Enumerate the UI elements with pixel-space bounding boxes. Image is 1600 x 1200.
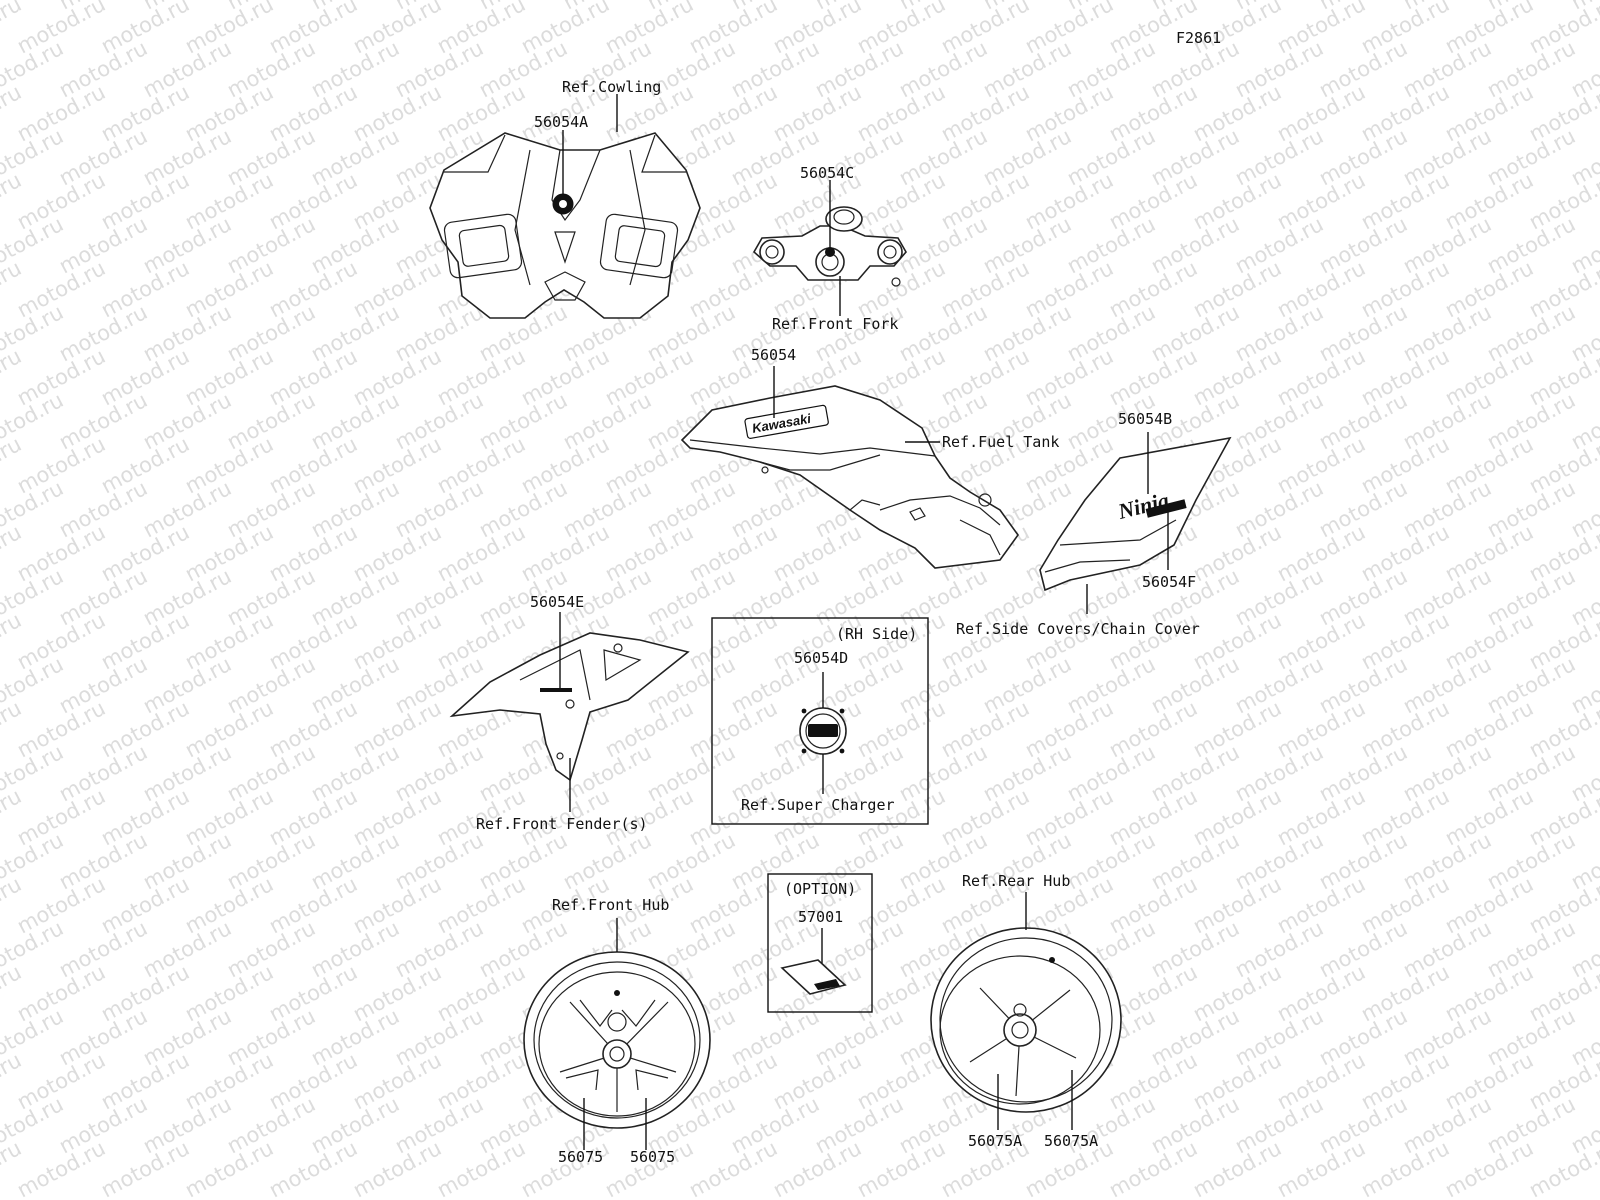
front-fender-drawing xyxy=(449,632,690,782)
fender-decal-56054E xyxy=(540,688,572,692)
label-part-57001: 57001 xyxy=(798,908,843,926)
side-cover-drawing xyxy=(1039,436,1232,592)
label-part-56054C: 56054C xyxy=(800,164,854,182)
label-part-56054F: 56054F xyxy=(1142,573,1196,591)
label-ref-super-charger: Ref.Super Charger xyxy=(741,796,895,814)
label-part-56075A-right: 56075A xyxy=(1044,1132,1098,1150)
label-option: (OPTION) xyxy=(784,880,856,898)
label-part-56054D: 56054D xyxy=(794,649,848,667)
model-decal-56054F xyxy=(1145,499,1187,518)
cowling-drawing xyxy=(429,132,701,319)
front-wheel-drawing xyxy=(523,951,711,1129)
rh-side-box xyxy=(711,617,929,825)
label-part-56054A: 56054A xyxy=(534,113,588,131)
label-ref-rear-hub: Ref.Rear Hub xyxy=(962,872,1070,890)
super-charger-cover-drawing xyxy=(799,707,847,755)
label-ref-front-hub: Ref.Front Hub xyxy=(552,896,669,914)
option-card-57001 xyxy=(780,959,847,995)
label-rh-side: (RH Side) xyxy=(836,625,917,643)
figure-code: F2861 xyxy=(1176,29,1221,47)
label-part-56075-right: 56075 xyxy=(630,1148,675,1166)
label-ref-cowling: Ref.Cowling xyxy=(562,78,661,96)
label-part-56054B: 56054B xyxy=(1118,410,1172,428)
label-ref-front-fork: Ref.Front Fork xyxy=(772,315,898,333)
option-box xyxy=(767,873,873,1013)
label-part-56054: 56054 xyxy=(751,346,796,364)
rear-wheel-drawing xyxy=(930,927,1122,1113)
label-part-56075-left: 56075 xyxy=(558,1148,603,1166)
label-part-56054E: 56054E xyxy=(530,593,584,611)
label-part-56075A-left: 56075A xyxy=(968,1132,1022,1150)
label-ref-front-fender: Ref.Front Fender(s) xyxy=(476,815,648,833)
label-ref-side-covers: Ref.Side Covers/Chain Cover xyxy=(956,620,1200,638)
label-ref-fuel-tank: Ref.Fuel Tank xyxy=(942,433,1059,451)
front-fork-top-clamp-drawing xyxy=(752,206,907,287)
